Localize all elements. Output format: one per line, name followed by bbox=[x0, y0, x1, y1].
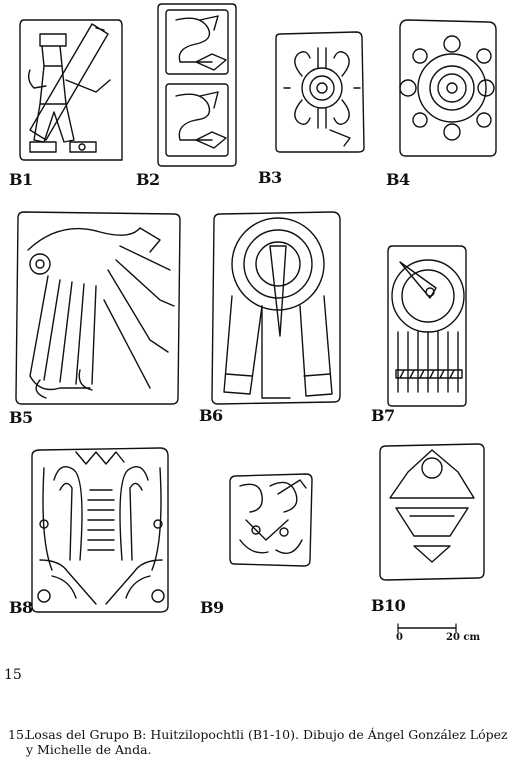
plate-b2-drawing bbox=[158, 4, 236, 166]
plate-b10-drawing bbox=[380, 444, 484, 580]
plate-b5-drawing bbox=[16, 212, 180, 404]
plate-label-b1: B1 bbox=[9, 170, 33, 189]
plate-label-b9: B9 bbox=[200, 598, 224, 617]
plate-label-b10: B10 bbox=[371, 596, 406, 615]
plate-b9-drawing bbox=[230, 474, 312, 566]
plate-label-b7: B7 bbox=[371, 406, 395, 425]
plate-label-b4: B4 bbox=[386, 170, 410, 189]
plate-b6-drawing bbox=[212, 212, 340, 404]
caption-line-2: y Michelle de Anda. bbox=[26, 742, 152, 757]
plate-b4-drawing bbox=[400, 20, 496, 156]
plate-label-b3: B3 bbox=[258, 168, 282, 187]
plate-b3-drawing bbox=[276, 32, 364, 152]
caption-line-1: Losas del Grupo B: Huitzilopochtli (B1-1… bbox=[26, 727, 508, 742]
plate-label-b8: B8 bbox=[9, 598, 33, 617]
plate-label-b6: B6 bbox=[199, 406, 223, 425]
page-number: 15 bbox=[4, 667, 22, 683]
scale-start-label: 0 bbox=[396, 632, 403, 643]
plate-b8-drawing bbox=[32, 448, 168, 612]
scale-end-label: 20 cm bbox=[446, 632, 481, 643]
plate-label-b2: B2 bbox=[136, 170, 160, 189]
plate-b7-drawing bbox=[388, 246, 466, 406]
plate-b1-drawing bbox=[20, 20, 122, 160]
plate-label-b5: B5 bbox=[9, 408, 33, 427]
scale-bar bbox=[398, 624, 456, 632]
caption-number: 15. bbox=[8, 727, 28, 742]
figure-caption: 15.Losas del Grupo B: Huitzilopochtli (B… bbox=[8, 727, 508, 757]
